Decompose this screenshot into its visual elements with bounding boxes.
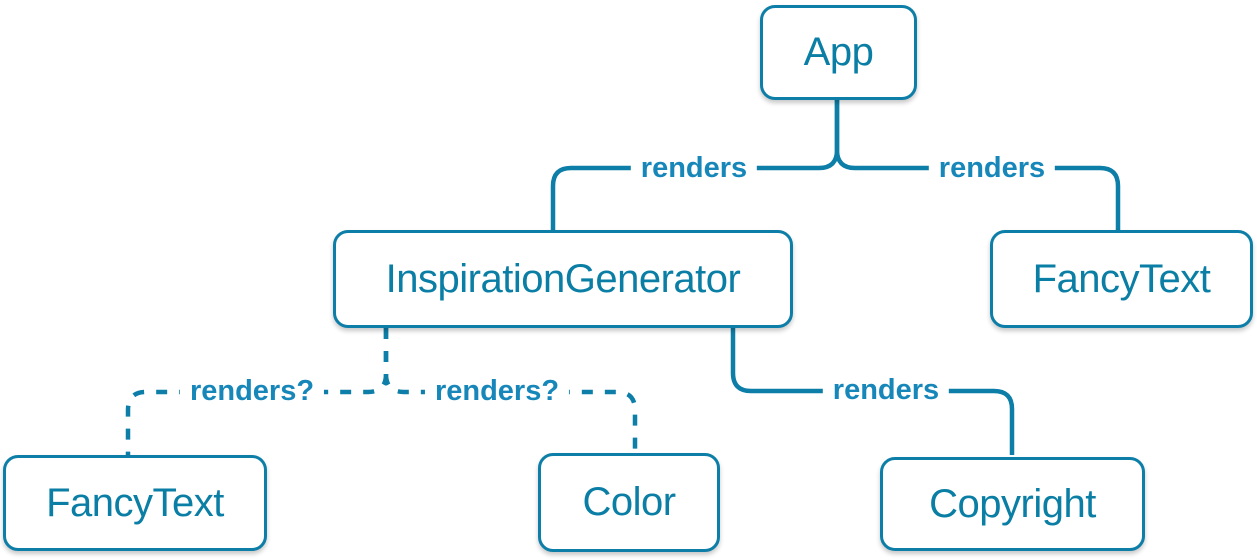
node-fancy-text-top-label: FancyText	[1032, 256, 1211, 301]
node-copyright: Copyright	[880, 457, 1145, 551]
node-inspiration-generator-label: InspirationGenerator	[385, 256, 741, 301]
edge-inspirationgenerator-color	[383, 328, 638, 453]
edge-label-renders-left: renders	[630, 152, 758, 185]
node-inspiration-generator: InspirationGenerator	[333, 230, 793, 328]
node-fancy-text-bottom-label: FancyText	[46, 480, 224, 525]
edge-label-renders-conditional-right: renders?	[424, 375, 570, 408]
node-color-label: Color	[582, 480, 676, 524]
node-app: App	[760, 5, 917, 100]
node-color: Color	[538, 453, 720, 552]
node-app-label: App	[803, 30, 874, 74]
node-fancy-text-top: FancyText	[990, 230, 1253, 328]
edge-label-renders-conditional-left: renders?	[179, 375, 325, 408]
edge-label-renders-right: renders	[928, 152, 1056, 185]
node-copyright-label: Copyright	[929, 481, 1096, 526]
edge-label-renders-copyright: renders	[822, 374, 950, 407]
node-fancy-text-bottom: FancyText	[3, 455, 267, 551]
